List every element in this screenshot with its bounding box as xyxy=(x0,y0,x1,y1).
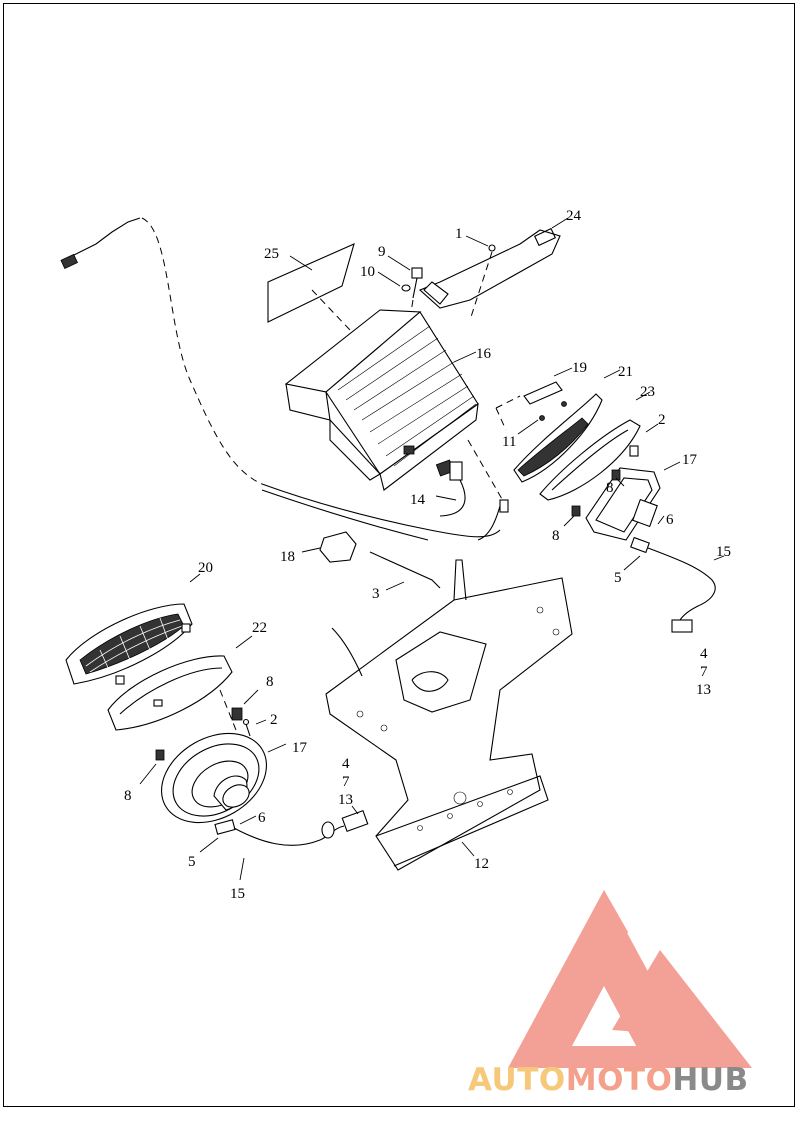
part-23-bezel xyxy=(539,391,651,501)
brand-logo-mark xyxy=(508,890,752,1068)
callout-8-left-bottom: 8 xyxy=(124,788,132,804)
part-17-left-speaker xyxy=(160,732,287,824)
antenna-cable xyxy=(60,217,501,541)
callout-8-right-top: 8 xyxy=(606,480,614,496)
callout-labels: 1 24 25 9 10 16 19 21 23 2 11 17 8 8 14 … xyxy=(124,208,731,902)
part-17-right-speaker-housing xyxy=(563,423,681,541)
callout-2-left: 2 xyxy=(270,712,278,728)
diagram-frame xyxy=(3,3,795,1107)
callout-18: 18 xyxy=(280,549,295,565)
part-12-mounting-bracket xyxy=(325,559,573,871)
callout-4-left: 4 xyxy=(342,756,350,772)
brand-auto: AUTO xyxy=(468,1062,566,1098)
part-21-grille-trim xyxy=(513,369,621,483)
callout-14: 14 xyxy=(410,492,426,508)
part-25-label-sheet xyxy=(267,243,355,331)
callout-3: 3 xyxy=(372,586,380,602)
callout-13-right: 13 xyxy=(696,682,711,698)
callout-6-left: 6 xyxy=(258,810,266,826)
callout-4-right: 4 xyxy=(700,646,708,662)
brand-hub: HUB xyxy=(672,1062,749,1098)
callout-9: 9 xyxy=(378,244,386,260)
callout-24: 24 xyxy=(566,208,582,224)
part-3-cable-tie xyxy=(369,551,441,591)
callout-15-right: 15 xyxy=(716,544,731,560)
callout-5-left: 5 xyxy=(188,854,196,870)
callout-17-left: 17 xyxy=(292,740,308,756)
callout-12: 12 xyxy=(474,856,489,872)
part-20-left-grille xyxy=(65,573,201,685)
part-22-left-trim-ring xyxy=(107,635,253,731)
part-19-bracket xyxy=(495,367,573,435)
callout-16: 16 xyxy=(476,346,492,362)
callout-8-left-top: 8 xyxy=(266,674,274,690)
callout-8-right-bottom: 8 xyxy=(552,528,560,544)
callout-7-left: 7 xyxy=(342,774,350,790)
brand-moto: MOTO xyxy=(565,1062,673,1098)
callout-17-right: 17 xyxy=(682,452,698,468)
part-16-amplifier xyxy=(284,309,507,507)
part-14-harness xyxy=(435,461,509,541)
callout-6-right: 6 xyxy=(666,512,674,528)
callout-21: 21 xyxy=(618,364,633,380)
part-15-left-harness xyxy=(199,805,369,881)
left-clips xyxy=(139,689,267,785)
callout-5-right: 5 xyxy=(614,570,622,586)
callout-1: 1 xyxy=(455,226,463,242)
brand-wordmark: AUTOMOTOHUB xyxy=(468,1062,749,1098)
part-24-strap xyxy=(418,217,569,321)
callout-25: 25 xyxy=(264,246,279,262)
part-15-right-harness xyxy=(623,515,725,633)
callout-10: 10 xyxy=(360,264,375,280)
part-18-module xyxy=(301,531,357,563)
callout-15-left: 15 xyxy=(230,886,245,902)
callout-7-right: 7 xyxy=(700,664,708,680)
callout-19: 19 xyxy=(572,360,587,376)
callout-2-right: 2 xyxy=(658,412,666,428)
callout-13-left: 13 xyxy=(338,792,353,808)
callout-11: 11 xyxy=(502,434,516,450)
callout-22: 22 xyxy=(252,620,267,636)
callout-20: 20 xyxy=(198,560,213,576)
callout-23: 23 xyxy=(640,384,655,400)
